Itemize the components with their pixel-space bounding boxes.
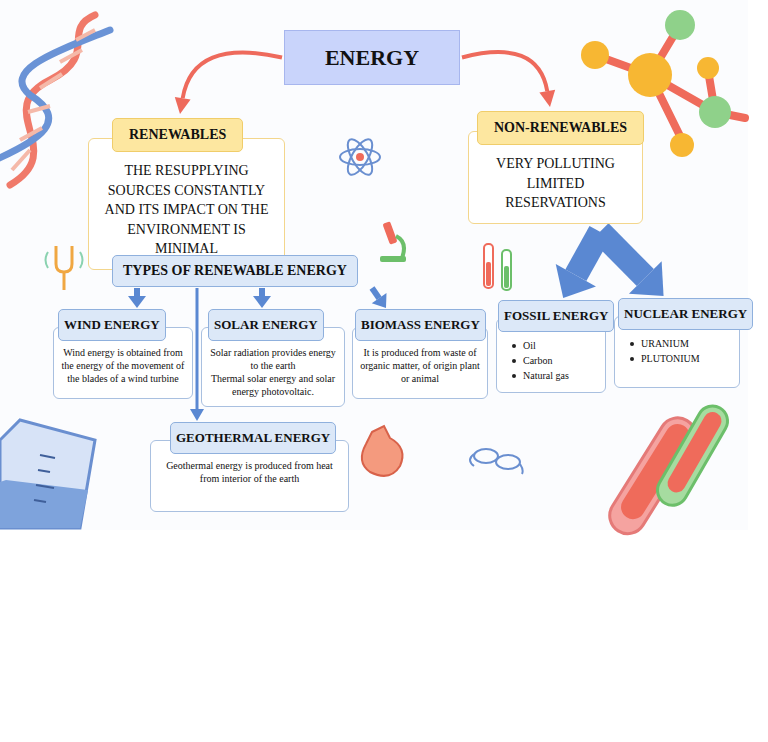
arrowhead bbox=[629, 261, 664, 296]
box-label: ENERGY bbox=[325, 45, 419, 71]
body-text: Wind energy is obtained from the energy … bbox=[59, 346, 187, 385]
item-text: Oil bbox=[523, 340, 536, 351]
connector-line bbox=[600, 232, 645, 278]
beaker bbox=[0, 420, 95, 528]
body-text: VERY POLLUTING LIMITED RESERVATIONS bbox=[475, 154, 636, 213]
bullet bbox=[512, 359, 516, 363]
item-text: Natural gas bbox=[523, 370, 569, 381]
item-text: PLUTONIUM bbox=[641, 353, 700, 364]
arrowhead bbox=[372, 293, 387, 308]
connector bbox=[253, 288, 271, 308]
large-test-tubes bbox=[603, 401, 733, 541]
body-text: It is produced from waste of organic mat… bbox=[358, 346, 482, 385]
heading: SOLAR ENERGY bbox=[208, 309, 324, 341]
connector bbox=[175, 53, 282, 114]
energy-card: GEOTHERMAL ENERGY Geothermal energy is pr… bbox=[150, 422, 349, 512]
energy-card: NUCLEAR ENERGY URANIUM PLUTONIUM bbox=[614, 298, 753, 388]
microscope-icon bbox=[380, 221, 406, 262]
list-item: URANIUM bbox=[629, 337, 734, 350]
connector bbox=[462, 52, 555, 107]
flask bbox=[362, 426, 403, 476]
energy-card: BIOMASS ENERGY It is produced from waste … bbox=[352, 309, 488, 399]
connector-line bbox=[196, 288, 199, 409]
heading: GEOTHERMAL ENERGY bbox=[170, 422, 336, 454]
connector-line bbox=[259, 288, 265, 296]
arrowhead bbox=[253, 296, 271, 308]
list-item: PLUTONIUM bbox=[629, 352, 734, 365]
bullet bbox=[512, 374, 516, 378]
list-item: Natural gas bbox=[511, 369, 600, 382]
connector-line bbox=[183, 53, 282, 99]
heading: WIND ENERGY bbox=[58, 309, 166, 341]
list-item: Oil bbox=[511, 339, 600, 352]
body-box: THE RESUPPLYING SOURCES CONSTANTLY AND I… bbox=[88, 138, 285, 270]
heading: BIOMASS ENERGY bbox=[355, 309, 486, 341]
arrowhead bbox=[128, 296, 146, 308]
bullet bbox=[630, 357, 634, 361]
connector-line bbox=[462, 52, 547, 91]
heading: FOSSIL ENERGY bbox=[498, 300, 614, 332]
connector bbox=[128, 288, 146, 308]
main-box: ENERGY bbox=[284, 30, 460, 85]
arrowhead bbox=[190, 409, 204, 421]
energy-card: FOSSIL ENERGY OilCarbonNatural gas bbox=[496, 300, 614, 393]
category-box: RENEWABLES THE RESUPPLYING SOURCES CONSTA… bbox=[88, 118, 285, 270]
body-text: Thermal solar energy and solar energy ph… bbox=[207, 372, 339, 398]
energy-card: SOLAR ENERGY Solar radiation provides ene… bbox=[201, 309, 345, 407]
body-text: Solar radiation provides energy to the e… bbox=[207, 346, 339, 372]
bullet bbox=[630, 342, 634, 346]
item-text: URANIUM bbox=[641, 338, 689, 349]
tuning-fork-icon bbox=[46, 246, 83, 290]
heading: NUCLEAR ENERGY bbox=[618, 298, 753, 330]
arrowhead bbox=[175, 97, 191, 114]
arrowhead bbox=[539, 90, 555, 107]
connector bbox=[372, 288, 387, 308]
body-text: THE RESUPPLYING SOURCES CONSTANTLY AND I… bbox=[95, 161, 278, 259]
item-text: Carbon bbox=[523, 355, 552, 366]
small-test-tubes bbox=[484, 244, 511, 290]
goggles bbox=[470, 449, 523, 474]
box-label: TYPES OF RENEWABLE ENERGY bbox=[123, 263, 347, 278]
list-item: Carbon bbox=[511, 354, 600, 367]
category-box: NON-RENEWABLES VERY POLLUTING LIMITED RES… bbox=[468, 111, 644, 224]
group-box: TYPES OF RENEWABLE ENERGY bbox=[112, 255, 358, 287]
connector-line bbox=[372, 288, 379, 298]
connector bbox=[600, 232, 664, 296]
arrowhead bbox=[556, 264, 596, 298]
atom-icon bbox=[340, 136, 380, 179]
body-text: Geothermal energy is produced from heat … bbox=[156, 459, 343, 485]
background bbox=[0, 0, 748, 530]
bullet bbox=[512, 344, 516, 348]
energy-card: WIND ENERGY Wind energy is obtained from … bbox=[53, 309, 193, 399]
heading: NON-RENEWABLES bbox=[477, 111, 644, 145]
heading: RENEWABLES bbox=[112, 118, 243, 152]
connector-line bbox=[134, 288, 140, 296]
